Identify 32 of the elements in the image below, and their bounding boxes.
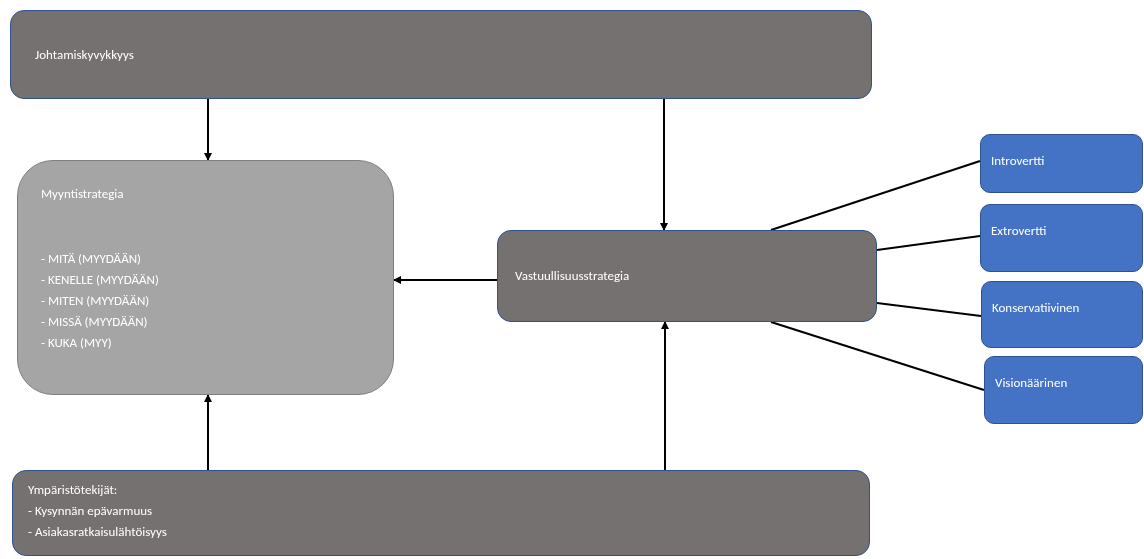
arrow — [204, 394, 212, 471]
node-heading: Ympäristötekijät: — [28, 481, 119, 499]
list-item: - KENELLE (MYYDÄÄN) — [41, 271, 160, 289]
node-label: Extrovertti — [991, 223, 1048, 239]
arrow — [204, 98, 212, 161]
node-label: Introvertti — [991, 153, 1046, 169]
connector-line — [770, 160, 981, 231]
connector-line — [770, 321, 985, 391]
process-box — [984, 356, 1143, 424]
node-label: Johtamiskyvykkyys — [35, 47, 135, 63]
list-item: - MITÄ (MYYDÄÄN) — [41, 250, 142, 268]
list-item: - KUKA (MYY) — [41, 334, 113, 352]
node-label: Vastuullisuusstrategia — [515, 268, 631, 284]
process-box — [981, 281, 1143, 348]
node-heading: Myyntistrategia — [41, 185, 125, 203]
list-item: - Kysynnän epävarmuus — [28, 502, 154, 520]
node-label: Konservatiivinen — [992, 300, 1081, 316]
arrow — [661, 321, 669, 471]
process-box — [980, 204, 1143, 272]
process-box — [10, 10, 872, 99]
arrow — [660, 98, 668, 231]
process-box — [17, 160, 394, 395]
list-item: - MITEN (MYYDÄÄN) — [41, 292, 151, 310]
node-label: Visionäärinen — [995, 375, 1069, 391]
list-item: - Asiakasratkaisulähtöisyys — [28, 523, 168, 541]
process-box — [497, 230, 877, 322]
list-item: - MISSÄ (MYYDÄÄN) — [41, 313, 149, 331]
connector-line — [876, 235, 981, 251]
arrow — [393, 276, 498, 284]
process-box — [12, 470, 870, 556]
process-box — [980, 134, 1143, 193]
connector-line — [876, 302, 982, 317]
